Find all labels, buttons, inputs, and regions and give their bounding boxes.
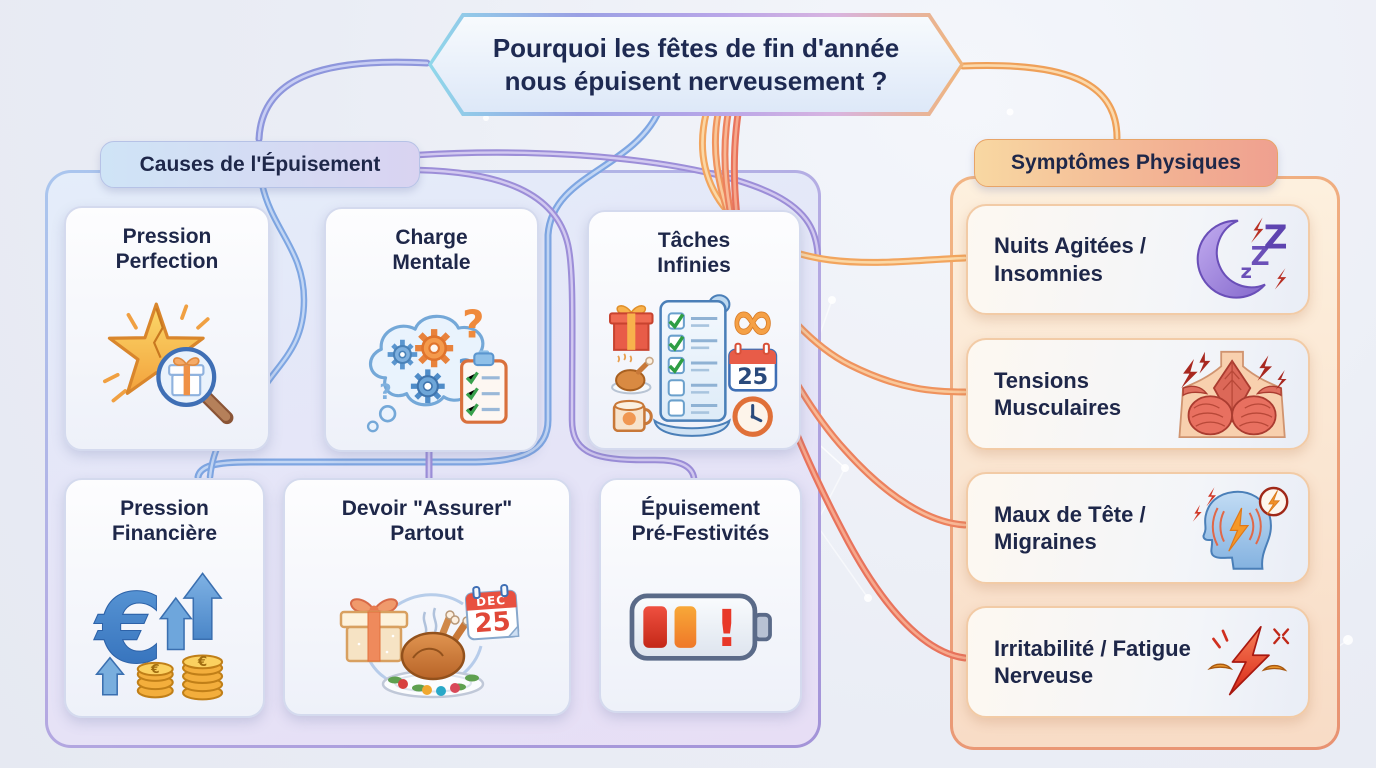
card-label: Nuits Agitées / Insomnies xyxy=(994,233,1146,286)
moon-zzz-icon: z Z Z xyxy=(1196,216,1288,299)
svg-text:!: ! xyxy=(715,600,738,659)
star-magnifier-icon xyxy=(102,302,234,424)
symptoms-header-label: Symptômes Physiques xyxy=(1011,151,1241,174)
card-taches-infinies: Tâches Infinies xyxy=(587,210,801,450)
symptoms-section-header: Symptômes Physiques xyxy=(974,139,1278,187)
svg-text:?: ? xyxy=(462,302,484,346)
brain-gears-icon: ? ? ? xyxy=(366,302,508,433)
causes-header-label: Causes de l'Épuisement xyxy=(139,152,381,176)
euro-growth-icon: € € € xyxy=(93,572,224,701)
card-pression-financiere: Pression Financière € € € xyxy=(64,478,265,718)
card-irritabilite: Irritabilité / Fatigue Nerveuse xyxy=(966,606,1310,718)
card-label: Maux de Tête / Migraines xyxy=(994,501,1146,555)
page-title: Pourquoi les fêtes de fin d'année nous é… xyxy=(492,33,900,96)
svg-text:Z: Z xyxy=(1264,218,1288,256)
card-label: Tensions Musculaires xyxy=(994,367,1122,421)
card-label: Irritabilité / Fatigue Nerveuse xyxy=(994,635,1191,689)
title-box: Pourquoi les fêtes de fin d'année nous é… xyxy=(428,13,964,116)
card-charge-mentale: Charge Mentale ? ? ? xyxy=(324,207,539,452)
causes-section-header: Causes de l'Épuisement xyxy=(100,141,420,188)
svg-text:DEC: DEC xyxy=(476,593,507,609)
svg-text:€: € xyxy=(150,662,160,676)
gift-turkey-calendar-icon: DEC 25 xyxy=(339,584,520,699)
card-tensions-musculaires: Tensions Musculaires xyxy=(966,338,1310,450)
low-battery-icon: ! xyxy=(629,593,772,661)
headache-bolt-icon xyxy=(1192,486,1289,570)
svg-text:25: 25 xyxy=(737,364,768,390)
card-label: Pression Perfection xyxy=(115,225,219,274)
card-label: Épuisement Pré-Festivités xyxy=(631,497,770,546)
card-label: Pression Financière xyxy=(111,497,218,546)
card-maux-de-tete: Maux de Tête / Migraines xyxy=(966,472,1310,584)
svg-text:25: 25 xyxy=(474,607,512,639)
svg-text:∞: ∞ xyxy=(730,289,776,353)
svg-text:?: ? xyxy=(379,379,391,404)
card-devoir-assurer: Devoir "Assurer" Partout xyxy=(283,478,571,716)
card-label: Devoir "Assurer" Partout xyxy=(341,497,513,546)
endless-list-icon: ∞ 25 xyxy=(609,289,778,438)
svg-text:€: € xyxy=(197,655,207,670)
card-label: Charge Mentale xyxy=(392,226,471,275)
card-nuits-agitees: Nuits Agitées / Insomnies z Z Z xyxy=(966,204,1310,315)
card-epuisement-prefestivites: Épuisement Pré-Festivités ! xyxy=(599,478,802,713)
anger-bolt-icon xyxy=(1207,625,1290,696)
card-label: Tâches Infinies xyxy=(657,229,731,278)
svg-text:z: z xyxy=(1240,260,1251,283)
svg-text:Z: Z xyxy=(1251,241,1270,271)
back-muscles-icon xyxy=(1178,350,1287,439)
card-pression-perfection: Pression Perfection xyxy=(64,206,270,451)
